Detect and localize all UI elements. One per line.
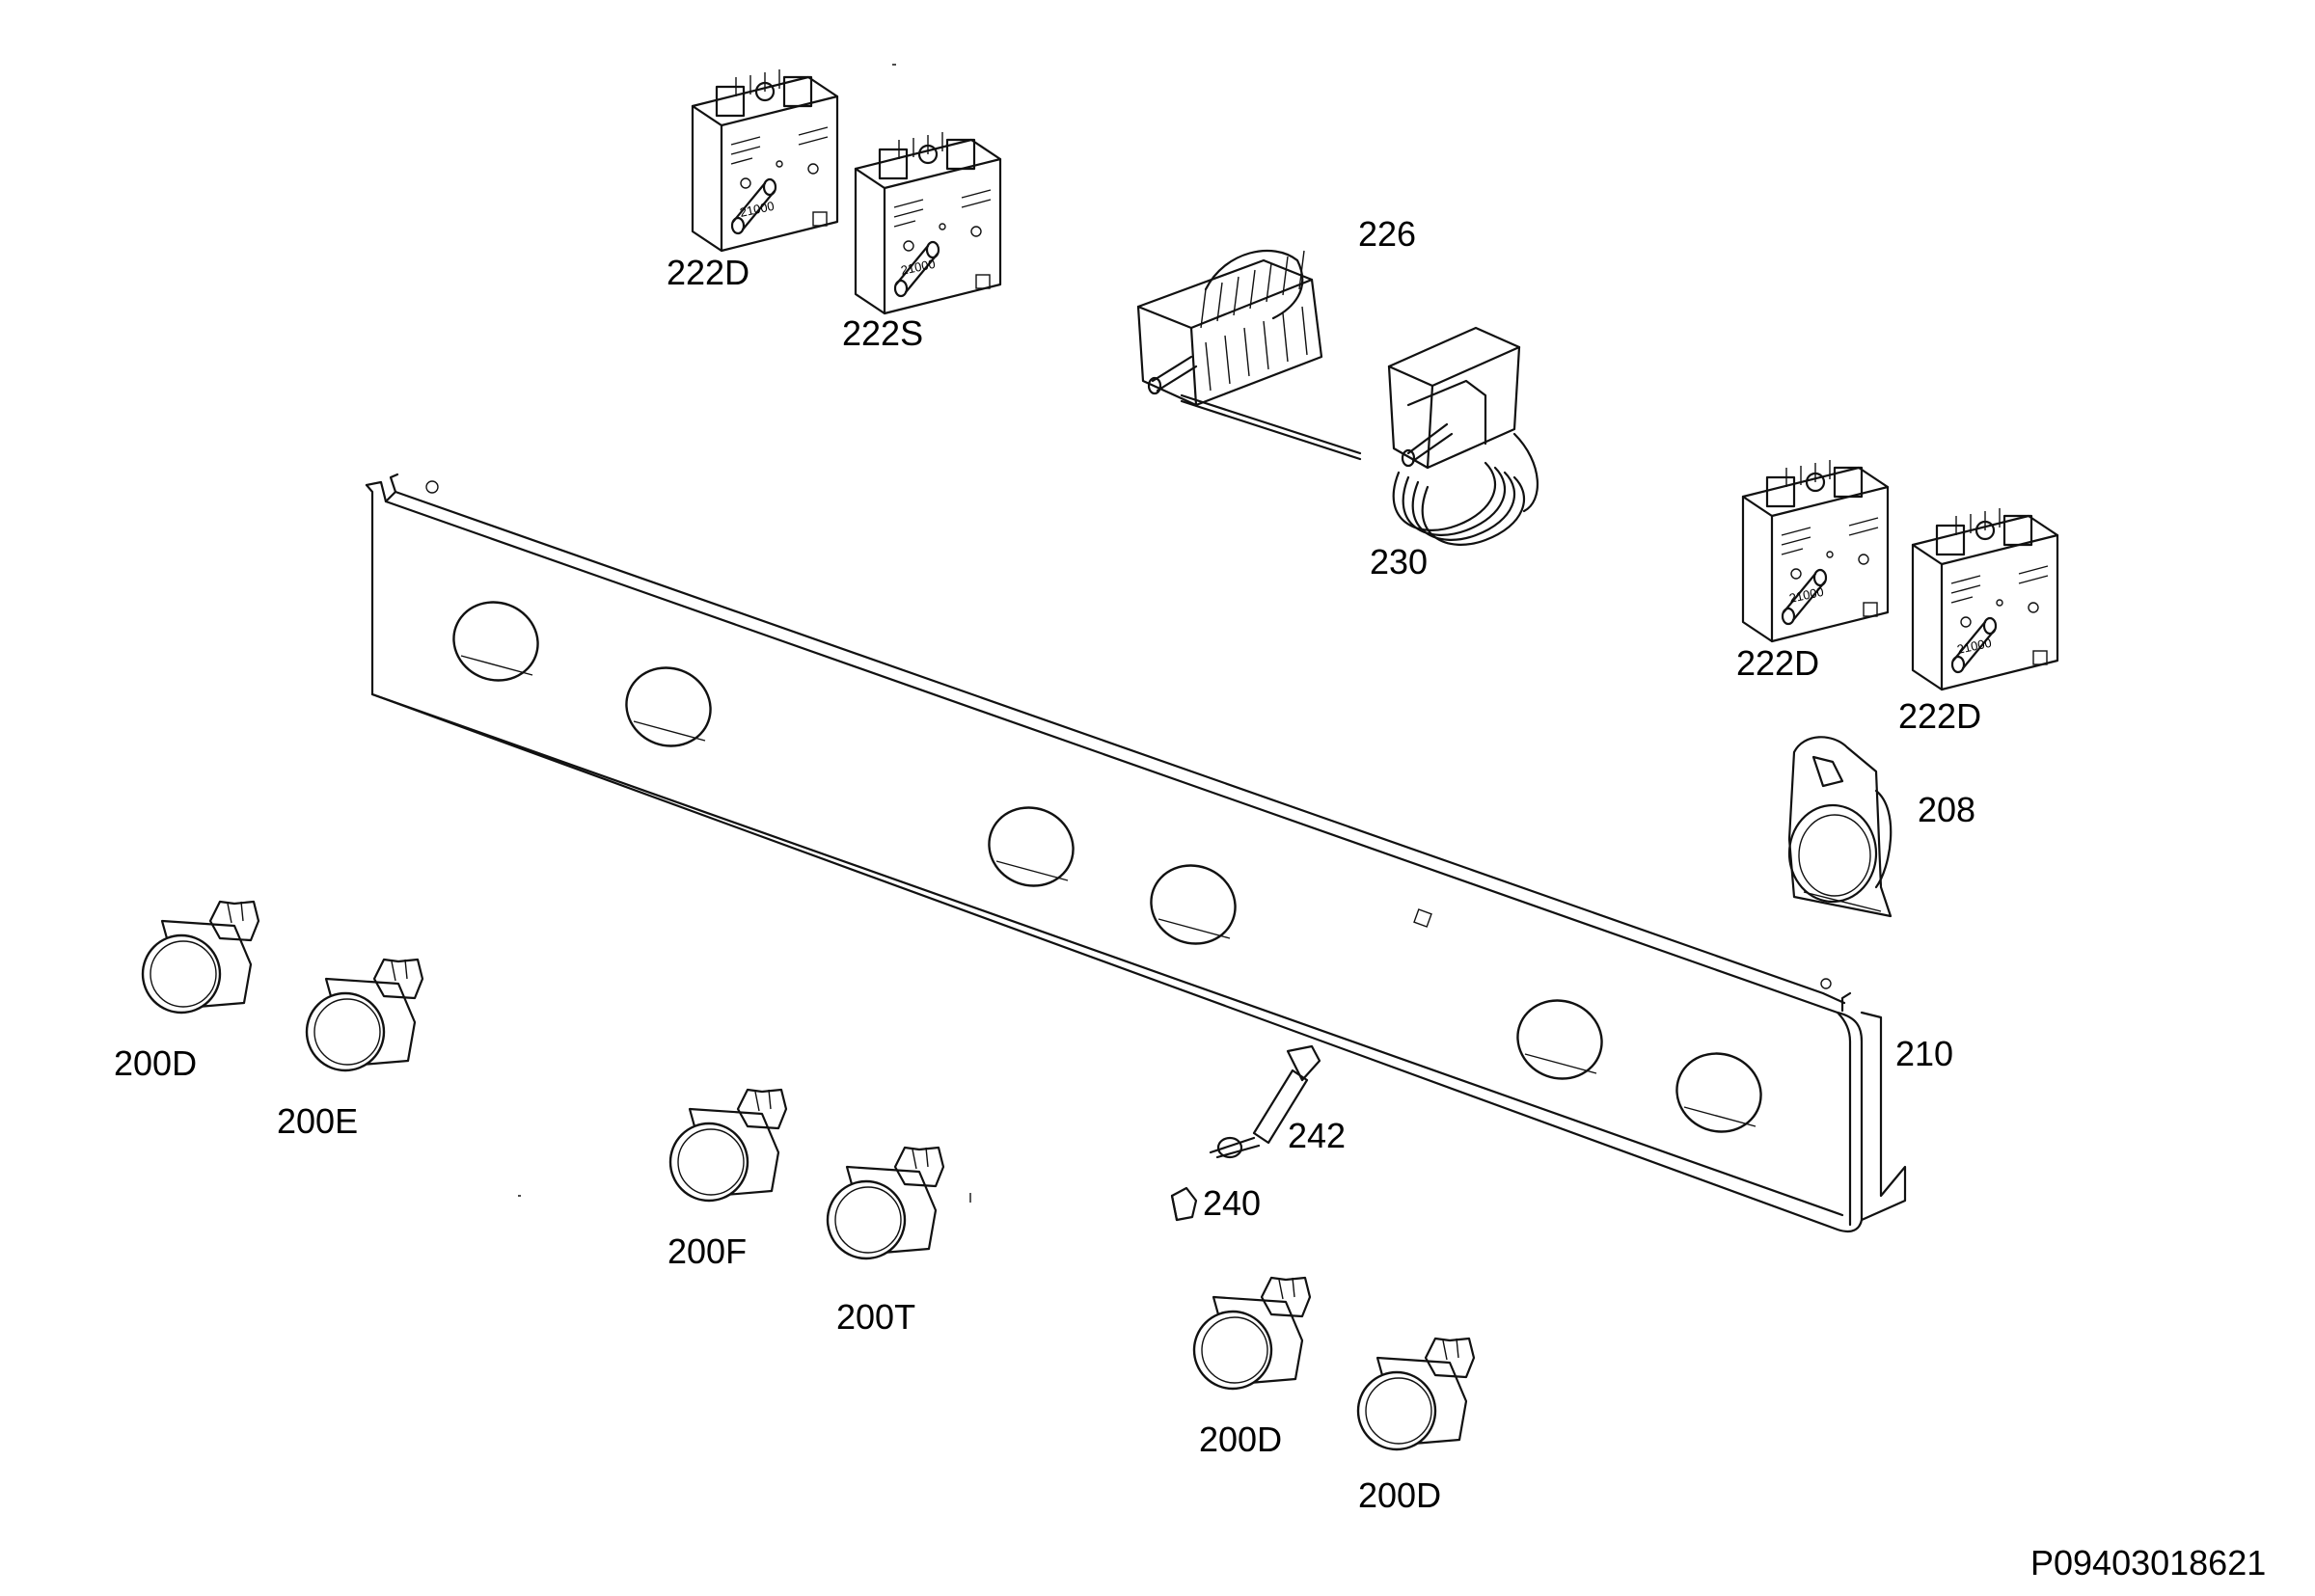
knob-200D-a xyxy=(141,900,260,1014)
callout-208: 208 xyxy=(1918,790,1975,829)
panel-knob-hole xyxy=(1150,864,1237,945)
switch-marking: 21000 xyxy=(1788,584,1825,606)
selector-switch-226 xyxy=(1136,249,1362,461)
switch-marking: 21000 xyxy=(1956,636,1993,657)
callout-200F: 200F xyxy=(667,1231,747,1271)
callout-200D-a: 200D xyxy=(114,1043,197,1083)
knob-200D-b xyxy=(1192,1276,1312,1391)
callout-210: 210 xyxy=(1895,1034,1953,1073)
callout-200D-c: 200D xyxy=(1358,1475,1441,1515)
energy-regulator-222S: 21000 xyxy=(854,130,1002,315)
switch-marking: 21000 xyxy=(900,257,937,278)
panel-knob-hole xyxy=(452,601,539,682)
knob-200T xyxy=(826,1146,945,1260)
callout-200T: 200T xyxy=(836,1297,915,1337)
panel-knob-hole xyxy=(988,806,1075,887)
knob-200E xyxy=(305,958,424,1072)
callout-222D-right-b: 222D xyxy=(1898,696,1981,736)
module-208 xyxy=(1787,736,1893,918)
callout-242: 242 xyxy=(1288,1116,1346,1155)
callout-222D-top: 222D xyxy=(667,253,749,292)
callout-222S: 222S xyxy=(842,313,923,353)
energy-regulator-222D-right-b: 21000 xyxy=(1911,506,2059,691)
callout-226: 226 xyxy=(1358,214,1416,254)
control-panel-210 xyxy=(365,473,1907,1233)
knob-200F xyxy=(668,1088,788,1203)
panel-knob-hole xyxy=(1675,1052,1762,1133)
lamp-holder-242 xyxy=(1209,1044,1321,1159)
switch-marking: 21000 xyxy=(739,199,776,220)
callout-230: 230 xyxy=(1370,542,1428,582)
callout-200E: 200E xyxy=(277,1101,358,1141)
callout-222D-right-a: 222D xyxy=(1736,643,1819,683)
panel-knob-hole xyxy=(625,666,712,747)
callout-240: 240 xyxy=(1203,1183,1261,1223)
thermostat-230 xyxy=(1387,326,1539,546)
callout-200D-b: 200D xyxy=(1199,1420,1282,1459)
knob-200D-c xyxy=(1356,1337,1476,1451)
energy-regulator-222D-top: 21000 xyxy=(691,68,839,253)
drawing-number: P09403018621 xyxy=(2030,1543,2266,1582)
panel-knob-hole xyxy=(1516,999,1603,1080)
energy-regulator-222D-right-a: 21000 xyxy=(1741,458,1890,643)
lamp-240 xyxy=(1170,1186,1198,1222)
